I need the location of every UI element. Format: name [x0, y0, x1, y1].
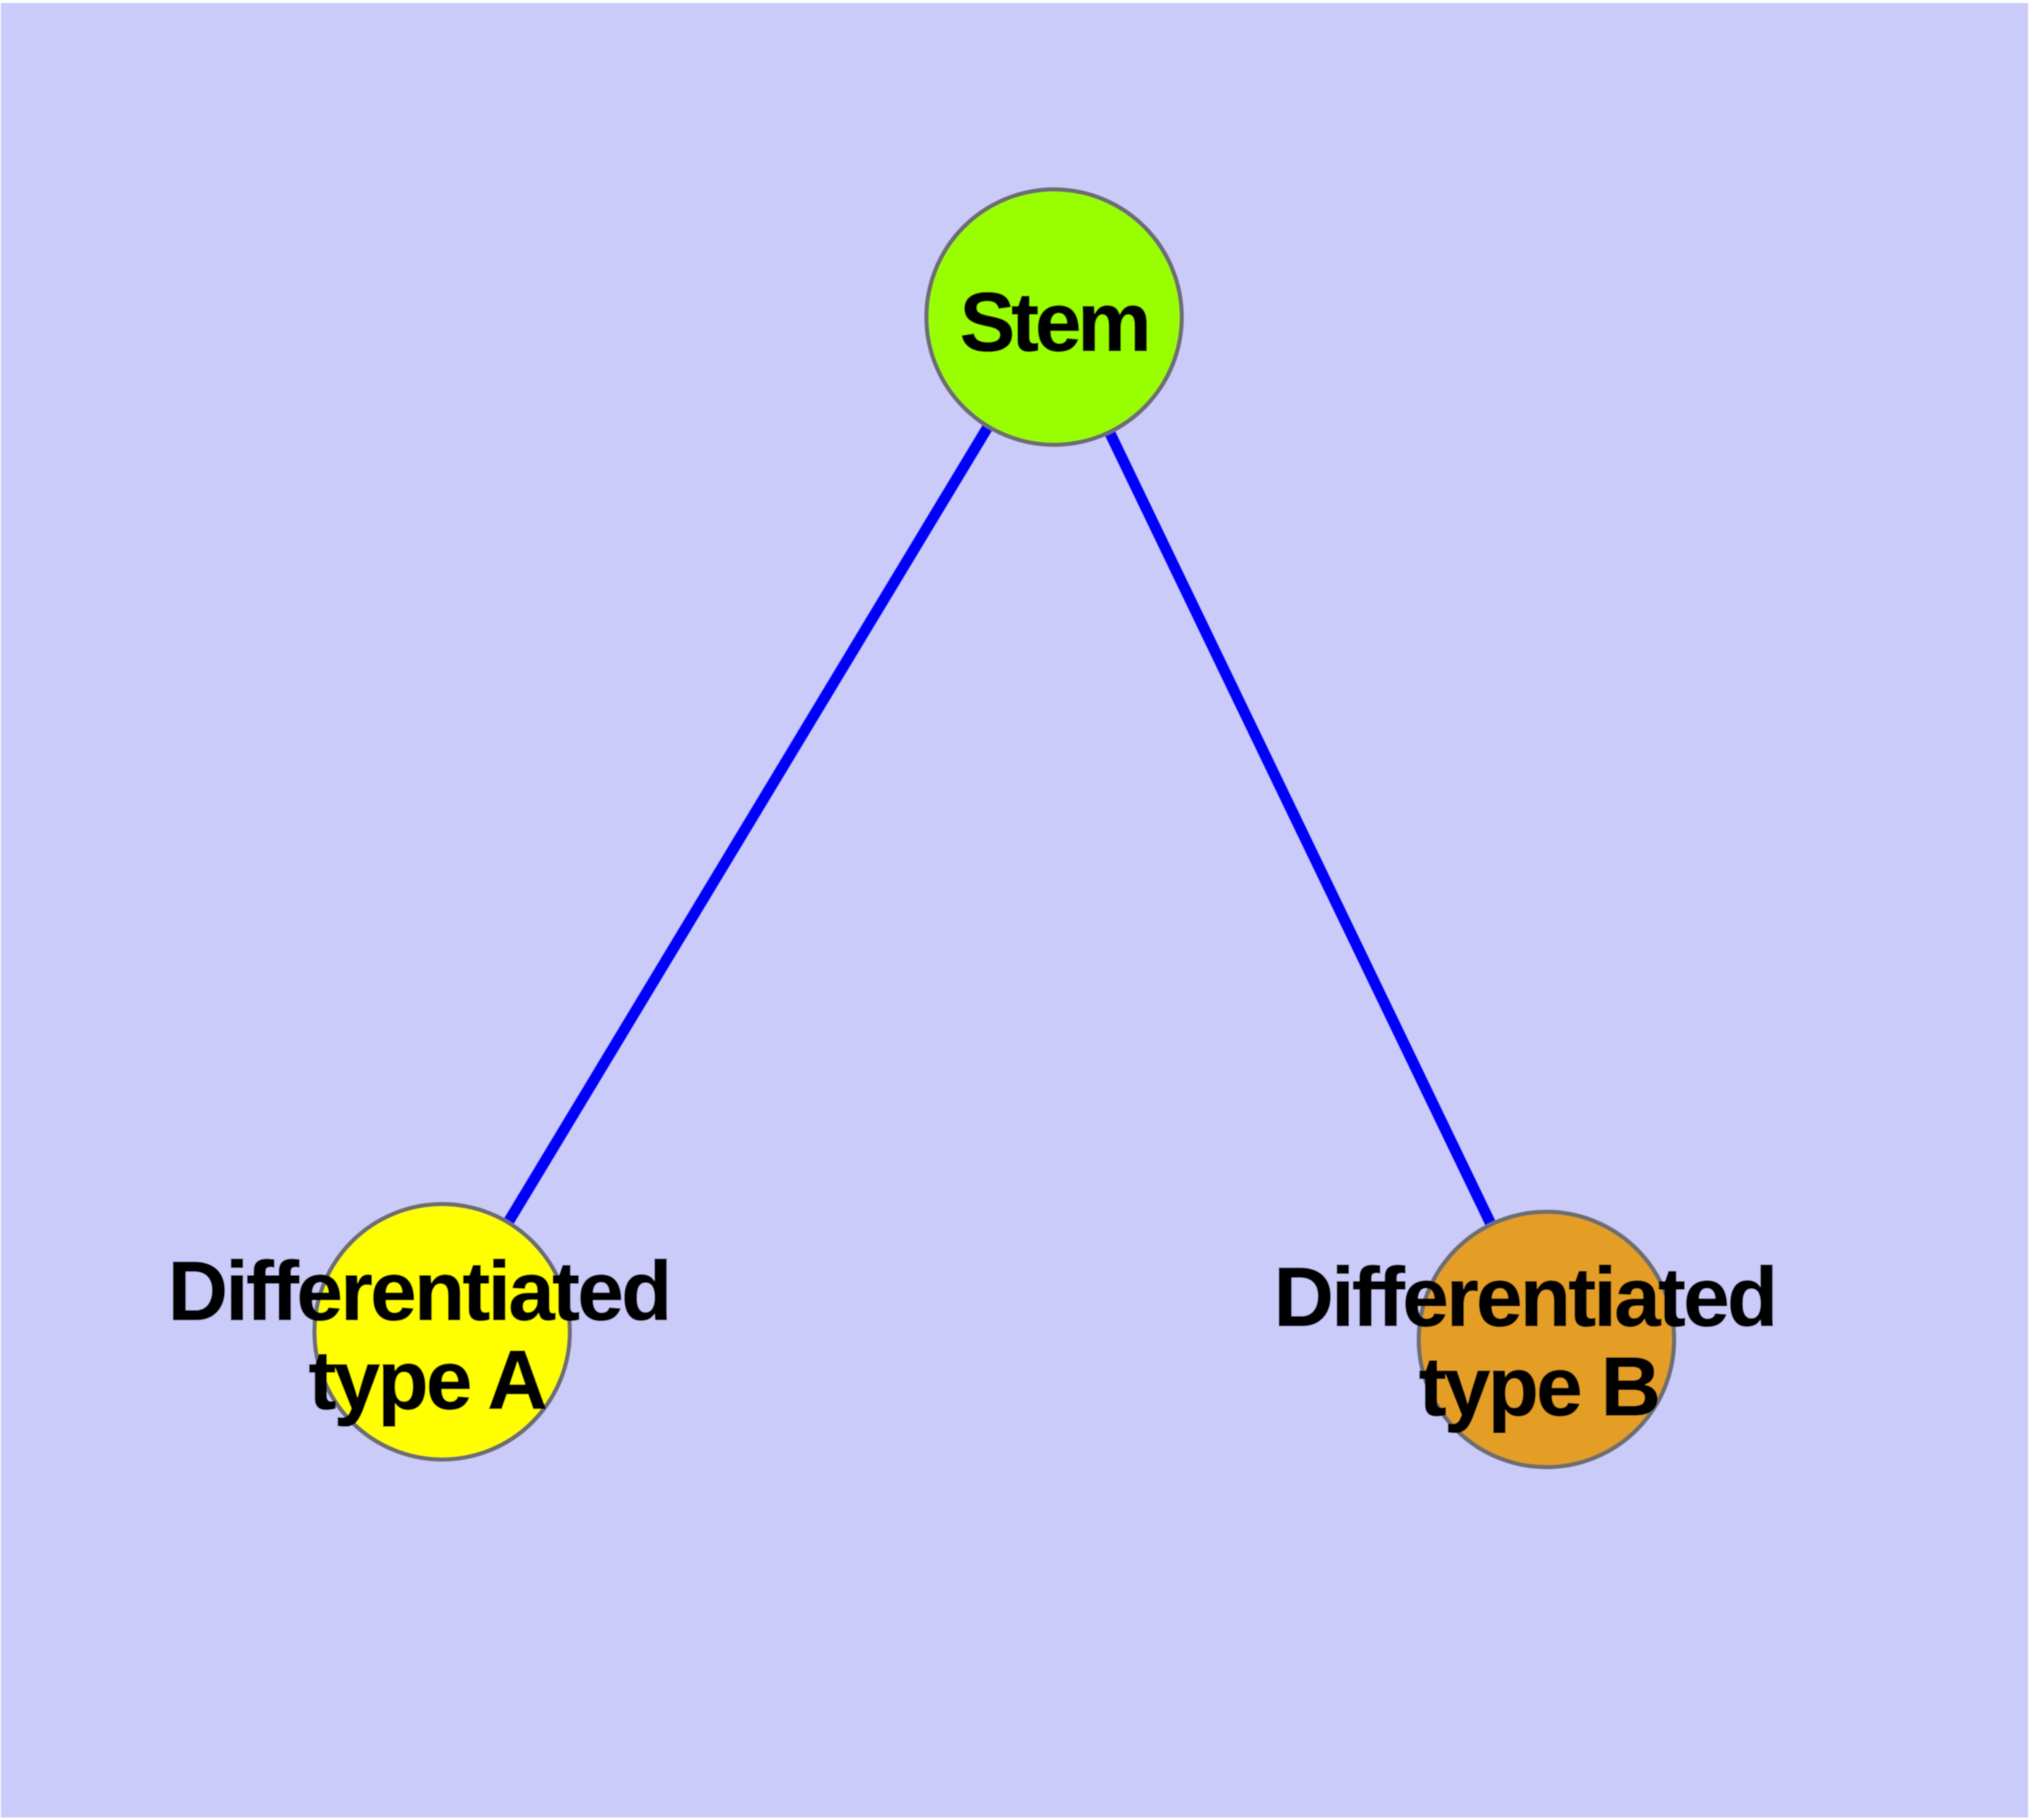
svg-text:Stem: Stem: [960, 275, 1148, 369]
svg-text:Differentiated: Differentiated: [1274, 1251, 1776, 1344]
svg-text:type B: type B: [1419, 1340, 1659, 1434]
svg-text:Differentiated: Differentiated: [168, 1245, 670, 1338]
svg-text:type A: type A: [309, 1333, 546, 1427]
